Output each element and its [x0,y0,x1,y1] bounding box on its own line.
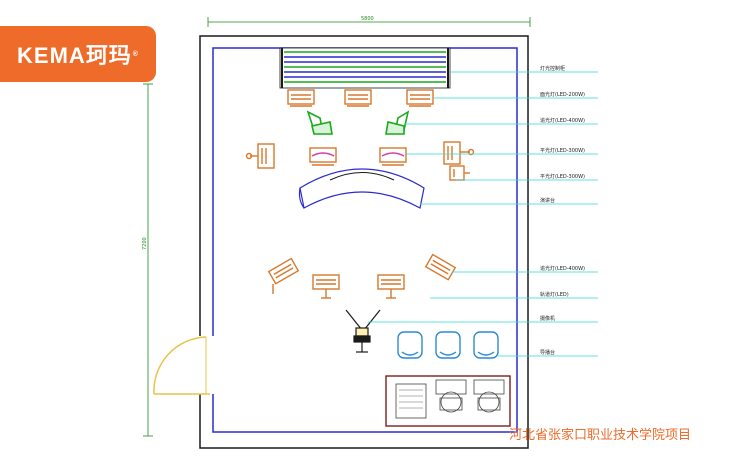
stage-light-right [379,147,407,166]
lecture-desk [298,168,425,209]
side-light-left [245,143,275,169]
callout-follow-spot: 追光灯(LED-400W) [540,117,585,124]
callout-audience-spot: 追光灯(LED-400W) [540,265,585,272]
chair-2 [435,331,461,359]
callout-face-light: 面光灯(LED-200W) [540,91,585,98]
callout-track-light: 轨道灯(LED) [540,291,569,298]
seating-chairs [397,331,499,359]
leader-lines [368,71,598,357]
side-light-right-1 [443,141,475,165]
door [153,336,214,395]
callout-flat-light-1: 平光灯(LED-300W) [540,147,585,154]
light-control-cabinet [279,47,451,89]
face-light-fixtures [287,89,434,107]
face-light-1 [287,89,315,107]
dimension-width: 5800 [361,16,374,22]
callout-light-control-cabinet: 灯光控制柜 [540,65,565,72]
logo-text: KEMA珂玛 [17,43,132,68]
outer-wall [199,35,529,449]
callout-flat-light-2: 平光灯(LED-300W) [540,173,585,180]
stage-flat-lights [309,147,407,166]
chair-3 [473,331,499,359]
follow-spot-left [306,110,333,135]
follow-spot-lights [306,110,410,135]
camera [345,309,381,353]
side-light-right-2 [449,165,470,181]
project-title: 河北省张家口职业技术学院项目 [509,428,692,443]
audience-light-1 [267,257,300,285]
kema-logo: KEMA珂玛® [0,26,156,82]
logo-registered-mark: ® [132,50,139,58]
face-light-2 [344,89,372,107]
follow-spot-right [385,110,410,135]
stage-light-left [309,147,337,166]
dimension-height: 7200 [142,237,148,250]
audience-light-2 [312,274,340,299]
face-light-3 [406,89,434,107]
chair-1 [397,331,423,359]
audience-lights [267,253,457,299]
callout-camera: 摄像机 [540,315,555,322]
dimension-lines [143,17,531,437]
audience-light-3 [377,274,405,299]
director-console [385,375,511,427]
callout-lecture-desk: 演讲台 [540,197,555,204]
audience-light-4 [424,253,457,281]
callout-director-console: 导播台 [540,349,555,356]
